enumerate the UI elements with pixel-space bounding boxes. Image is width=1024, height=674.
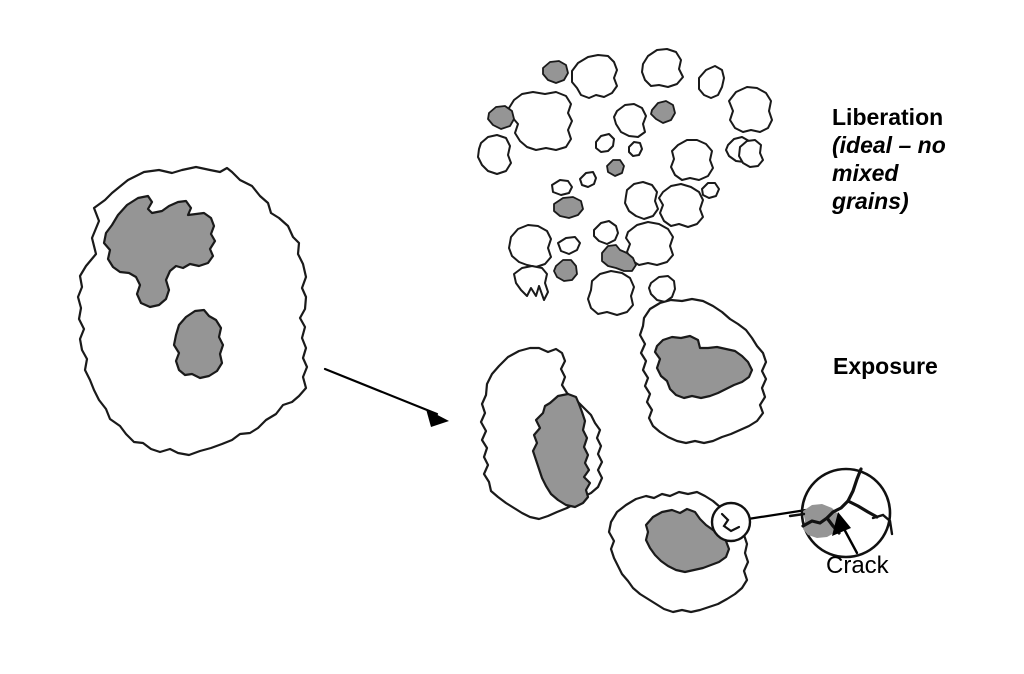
parent-particle-group <box>76 165 309 457</box>
exposure-cluster-group <box>479 297 768 614</box>
callout-source-circle <box>710 501 752 543</box>
callout-connector-line <box>746 508 808 521</box>
exposure-gray-inclusion <box>644 507 731 574</box>
liberated-white-grain <box>624 181 659 220</box>
liberated-white-grain <box>579 171 597 188</box>
breakage-arrow-shaft <box>323 367 439 416</box>
liberated-white-grain <box>613 103 647 138</box>
liberated-gray-grain <box>542 60 569 84</box>
liberated-gray-grain <box>553 196 584 219</box>
magnified-grain-boundary <box>788 512 806 518</box>
liberated-white-grain <box>698 65 725 99</box>
exposure-gray-inclusion <box>531 392 592 509</box>
liberated-white-grain <box>508 91 573 151</box>
exposure-gray-inclusion <box>653 334 754 400</box>
liberated-gray-grain <box>606 159 625 177</box>
liberated-white-grain <box>628 141 643 157</box>
magnified-crack-branch <box>846 499 879 519</box>
parent-inclusion-upper <box>102 194 217 309</box>
crack-magnifier-circle <box>800 467 892 559</box>
liberated-white-grain <box>641 48 684 88</box>
crack-pointer-head <box>832 512 851 536</box>
breakage-arrow-group <box>323 367 449 427</box>
liberated-white-grain <box>738 139 764 168</box>
liberated-white-grain <box>551 179 573 196</box>
liberated-white-grain <box>587 270 635 316</box>
liberated-white-grain <box>571 54 618 99</box>
magnified-crack-main <box>801 467 863 528</box>
crack-pointer-shaft <box>841 525 859 555</box>
callout-source-crack <box>720 512 741 533</box>
exposure-label: Exposure <box>833 353 938 379</box>
liberated-white-grain <box>557 236 581 255</box>
liberated-gray-grain <box>650 100 676 124</box>
liberated-white-grain <box>595 133 615 153</box>
liberated-white-grain <box>658 183 704 228</box>
liberated-white-grain <box>728 86 773 133</box>
liberated-white-grain <box>508 224 552 268</box>
liberated-white-grain <box>477 134 512 175</box>
liberation-sublabel: (ideal – no mixed grains) <box>832 132 946 215</box>
liberated-gray-grain <box>553 259 578 282</box>
liberated-white-grain <box>701 182 720 199</box>
liberation-label: Liberation <box>832 104 944 130</box>
liberation-cluster-group <box>477 48 773 316</box>
liberated-white-grain <box>670 139 714 181</box>
liberated-white-grain <box>625 221 674 266</box>
liberated-gray-grain <box>601 244 637 272</box>
breakage-arrow-head <box>426 409 449 427</box>
crack-label: Crack <box>826 552 889 579</box>
liberated-gray-grain <box>487 105 515 130</box>
crack-callout-group <box>710 467 894 559</box>
parent-inclusion-lower <box>172 308 225 380</box>
liberated-white-grain <box>513 265 549 301</box>
liberated-white-grain <box>648 275 676 303</box>
liberated-white-grain <box>593 220 619 245</box>
parent-grain-outline <box>76 165 309 457</box>
